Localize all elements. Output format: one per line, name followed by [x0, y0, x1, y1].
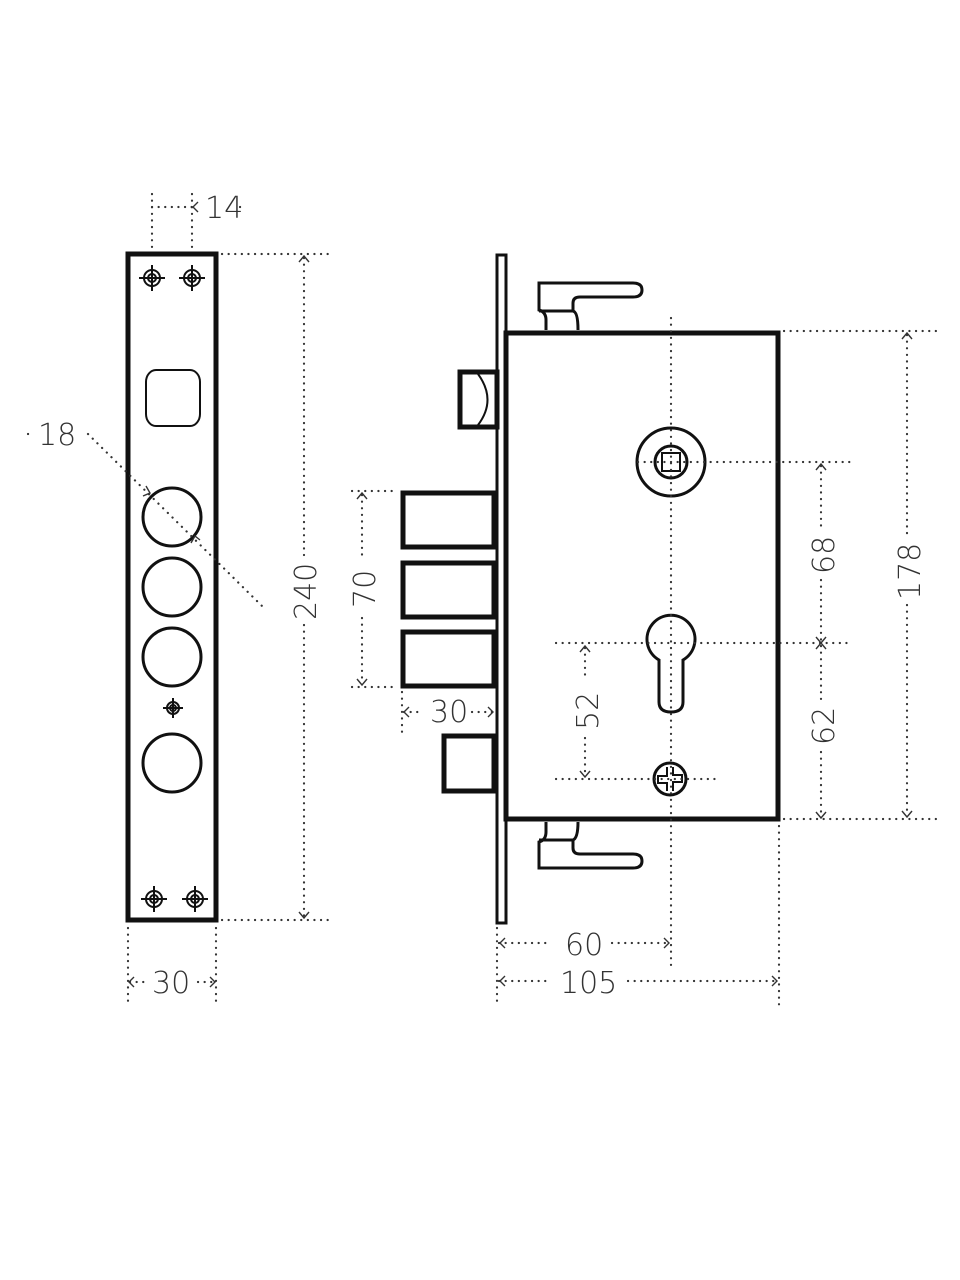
- screw-icon: [182, 886, 208, 912]
- lock-case: [503, 330, 781, 822]
- dimension-label: 105: [560, 966, 617, 1001]
- dimension-label: 68: [807, 536, 842, 574]
- dimension-label: 240: [289, 563, 324, 620]
- dimension-label: 70: [348, 570, 383, 608]
- screw-icon: [139, 265, 165, 291]
- dimension-label: 18: [38, 418, 76, 453]
- latch-lever: [537, 281, 644, 331]
- dimension-label: 30: [430, 695, 468, 730]
- dimension-label: 62: [807, 707, 842, 745]
- dimension-label: 60: [565, 928, 603, 963]
- latch-bolt: [457, 369, 500, 430]
- faceplate: [125, 251, 219, 923]
- bolt-hole: [141, 626, 203, 688]
- latch-opening: [145, 369, 201, 427]
- latch-lever: [537, 821, 644, 870]
- dimension-label: 178: [893, 543, 928, 600]
- front-view: 14 18 240 30: [26, 191, 334, 1008]
- screw-icon: [163, 698, 183, 718]
- dimension-label: 30: [152, 966, 190, 1001]
- dead-bolt: [400, 560, 497, 620]
- cylinder-keyhole: [645, 613, 697, 714]
- bolt-hole: [141, 732, 203, 794]
- dimension-label: 52: [571, 692, 606, 730]
- screw-icon: [141, 886, 167, 912]
- dimension-label: 14: [205, 191, 243, 226]
- bolt-hole: [141, 486, 203, 548]
- dead-bolt: [400, 490, 497, 550]
- side-view: 70 30 52 68 62 178: [348, 253, 938, 1008]
- auxiliary-bolt: [441, 733, 497, 794]
- screw-icon: [179, 265, 205, 291]
- bolt-hole: [141, 556, 203, 618]
- dead-bolt: [400, 629, 497, 689]
